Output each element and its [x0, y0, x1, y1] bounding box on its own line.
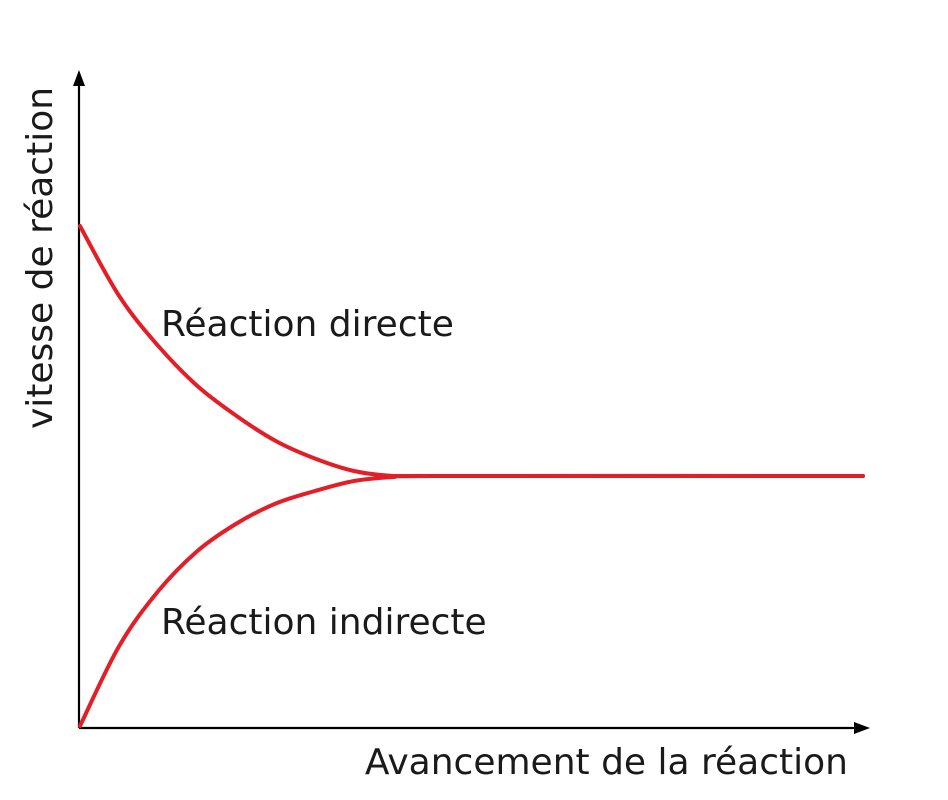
series-label-directe: Réaction directe [161, 304, 454, 345]
series-layer [78, 224, 865, 728]
series-line-directe [78, 224, 865, 479]
series-line-indirecte [78, 473, 865, 728]
series-label-indirecte: Réaction indirecte [161, 602, 487, 643]
y-axis-arrow-icon [73, 70, 85, 86]
x-axis-label: Avancement de la réaction [365, 742, 848, 783]
x-axis-arrow-icon [854, 722, 870, 734]
y-axis-label: vitesse de réaction [20, 87, 61, 429]
